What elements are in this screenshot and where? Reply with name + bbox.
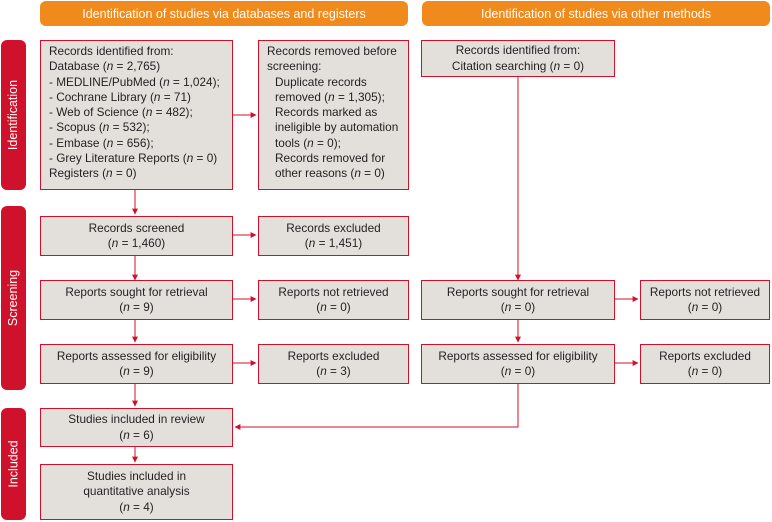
identified-db-line-9: Registers (n = 0)	[49, 166, 137, 181]
assessed-db-line-2: (n = 9)	[119, 364, 154, 378]
records-identified-other-box: Records identified from: Citation search…	[421, 40, 615, 77]
reports-not-retrieved-other-box: Reports not retrieved (n = 0)	[640, 280, 770, 320]
reports-assessed-other-box: Reports assessed for eligibility (n = 0)	[421, 344, 615, 384]
identified-db-line-3: - MEDLINE/PubMed (n = 1,024);	[49, 74, 220, 89]
reports-excluded-db-line-1: Reports excluded	[287, 348, 380, 363]
records-identified-databases-box: Records identified from: Database (n = 2…	[40, 40, 233, 190]
reports-excluded-other-line-2: (n = 0)	[687, 364, 723, 378]
header-databases-registers: Identification of studies via databases …	[40, 1, 408, 26]
identified-db-line-8: - Grey Literature Reports (n = 0)	[49, 151, 218, 166]
header-other-methods: Identification of studies via other meth…	[422, 1, 770, 26]
removed-line-7: tools (n = 0);	[275, 135, 341, 150]
reports-sought-db-box: Reports sought for retrieval (n = 9)	[40, 280, 233, 320]
removed-line-8: Records removed for	[275, 151, 386, 166]
assessed-other-line-2: (n = 0)	[500, 364, 536, 378]
assessed-other-line-1: Reports assessed for eligibility	[438, 348, 598, 363]
phase-included: Included	[1, 408, 26, 520]
included-quant-line-3: (n = 4)	[119, 499, 154, 514]
reports-excluded-db-box: Reports excluded (n = 3)	[258, 344, 409, 384]
identified-other-line-1: Records identified from:	[455, 43, 581, 58]
excluded-line-1: Records excluded	[286, 220, 381, 235]
reports-sought-other-box: Reports sought for retrieval (n = 0)	[421, 280, 615, 320]
identified-db-line-7: - Embase (n = 656);	[49, 135, 154, 150]
included-quant-line-1: Studies included in	[86, 469, 187, 484]
assessed-db-line-1: Reports assessed for eligibility	[56, 348, 217, 363]
arrow-other-assessed-to-included	[234, 384, 519, 430]
removed-line-2: screening:	[267, 59, 322, 74]
not-retrieved-other-line-1: Reports not retrieved	[649, 284, 761, 299]
removed-line-6: ineligible by automation	[275, 120, 399, 135]
sought-db-line-2: (n = 9)	[119, 300, 154, 314]
sought-db-line-1: Reports sought for retrieval	[65, 284, 208, 299]
sought-other-line-2: (n = 0)	[500, 300, 536, 314]
reports-not-retrieved-db-box: Reports not retrieved (n = 0)	[258, 280, 409, 320]
screened-line-2: (n = 1,460)	[107, 236, 166, 250]
phase-screening: Screening	[1, 206, 26, 390]
not-retrieved-other-line-2: (n = 0)	[687, 300, 723, 314]
studies-included-quantitative-box: Studies included in quantitative analysi…	[40, 464, 233, 520]
studies-included-review-box: Studies included in review (n = 6)	[40, 408, 233, 447]
removed-line-3: Duplicate records	[275, 74, 367, 89]
included-review-line-1: Studies included in review	[68, 412, 205, 427]
identified-db-line-4: - Cochrane Library (n = 71)	[49, 89, 191, 104]
included-quant-line-2: quantitative analysis	[83, 484, 190, 499]
sought-other-line-1: Reports sought for retrieval	[446, 284, 590, 299]
not-retrieved-db-line-2: (n = 0)	[316, 300, 351, 314]
removed-line-9: other reasons (n = 0)	[275, 166, 385, 181]
records-removed-box: Records removed before screening: Duplic…	[258, 40, 409, 190]
reports-excluded-other-line-1: Reports excluded	[659, 348, 751, 363]
removed-line-5: Records marked as	[275, 105, 378, 120]
reports-excluded-other-box: Reports excluded (n = 0)	[640, 344, 770, 384]
records-screened-box: Records screened (n = 1,460)	[40, 216, 233, 256]
identified-db-line-5: - Web of Science (n = 482);	[49, 105, 193, 120]
phase-identification: Identification	[1, 40, 26, 190]
screened-line-1: Records screened	[88, 220, 185, 235]
identified-db-line-2: Database (n = 2,765)	[49, 59, 161, 74]
removed-line-1: Records removed before	[267, 44, 397, 58]
identified-db-line-6: - Scopus (n = 532);	[49, 120, 150, 135]
not-retrieved-db-line-1: Reports not retrieved	[278, 284, 389, 299]
removed-line-4: removed (n = 1,305);	[275, 89, 385, 104]
reports-excluded-db-line-2: (n = 3)	[316, 364, 351, 378]
identified-db-line-1: Records identified from:	[49, 44, 174, 58]
identified-other-line-2: Citation searching (n = 0)	[451, 58, 585, 73]
reports-assessed-db-box: Reports assessed for eligibility (n = 9)	[40, 344, 233, 384]
included-review-line-2: (n = 6)	[119, 427, 154, 442]
excluded-line-2: (n = 1,451)	[304, 236, 363, 250]
records-excluded-box: Records excluded (n = 1,451)	[258, 216, 409, 256]
